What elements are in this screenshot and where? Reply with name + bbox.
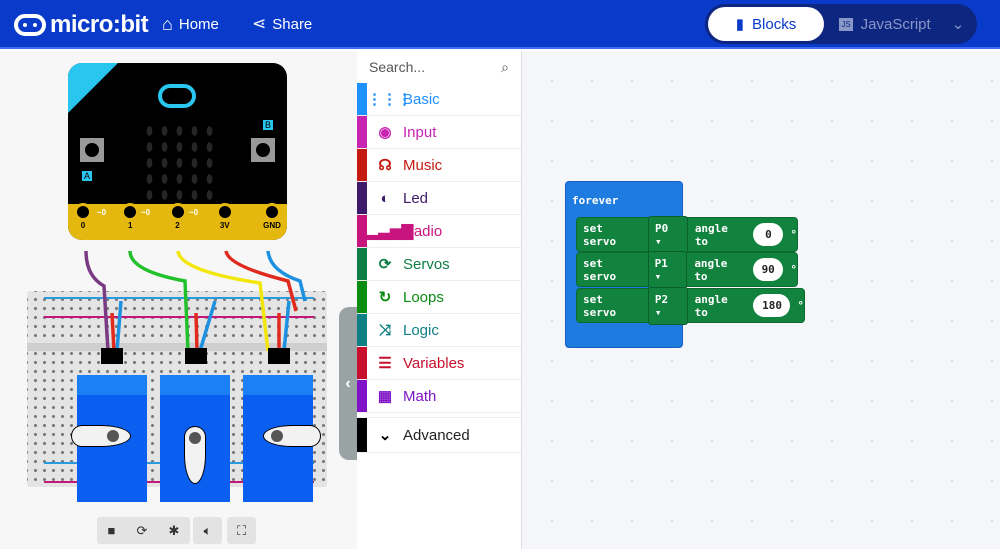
pin-1[interactable]: 1: [121, 203, 140, 243]
pin-0[interactable]: 0: [74, 203, 92, 243]
logic-icon: ⤨: [378, 321, 391, 339]
toolbox: Search...⌕ ⋮⋮⋮Basic◉Input☊Music◐Led▂▃▅▇R…: [357, 51, 522, 549]
wire-gnd: [266, 250, 307, 302]
chevron-down-icon[interactable]: ⌄: [951, 16, 965, 33]
toolbox-category-servos[interactable]: ⟳Servos: [357, 248, 521, 281]
pin-2[interactable]: 2: [168, 203, 187, 243]
pin-row: 0 1 2 3V GND: [68, 203, 287, 243]
share-icon: ⋖: [252, 14, 267, 33]
debug-icon[interactable]: ✱: [168, 522, 180, 538]
music-icon: ☊: [378, 157, 392, 174]
button-a[interactable]: [80, 138, 104, 162]
toolbox-advanced[interactable]: ⌄Advanced: [357, 417, 521, 453]
pin-1-pwm: ~0: [141, 208, 151, 217]
pin-dropdown[interactable]: P1 ▾: [647, 250, 688, 289]
toolbox-category-math[interactable]: ▦Math: [357, 380, 521, 413]
basic-icon: ⋮⋮⋮: [367, 91, 412, 108]
fullscreen-icon: ⛶: [236, 522, 247, 538]
toolbox-category-basic[interactable]: ⋮⋮⋮Basic: [357, 83, 521, 116]
button-b-label: B: [263, 120, 274, 130]
toolbox-category-radio[interactable]: ▂▃▅▇Radio: [357, 215, 521, 248]
wire-pin1: [128, 250, 190, 352]
home-button[interactable]: ⌂Home: [162, 14, 219, 34]
angle-input[interactable]: 90: [752, 258, 784, 281]
servo-connector: [101, 348, 123, 364]
share-button[interactable]: ⋖Share: [252, 14, 313, 33]
toolbox-category-music[interactable]: ☊Music: [357, 149, 521, 182]
sim-controls: ■ ⟳ ✱: [97, 517, 190, 544]
js-icon: JS: [839, 17, 853, 31]
restart-icon[interactable]: ⟳: [136, 522, 148, 538]
microbit-board: A B: [68, 63, 287, 240]
home-icon: ⌂: [162, 14, 173, 34]
fullscreen-button[interactable]: ⛶: [227, 517, 256, 544]
led-matrix: [142, 123, 214, 203]
button-b[interactable]: [251, 138, 275, 162]
loops-icon: ↻: [378, 289, 392, 306]
blocks-tab[interactable]: ▮Blocks: [708, 7, 824, 41]
button-a-label: A: [82, 171, 93, 181]
toolbox-category-logic[interactable]: ⤨Logic: [357, 314, 521, 347]
toolbox-category-input[interactable]: ◉Input: [357, 116, 521, 149]
led-icon: ◐: [380, 189, 390, 207]
pin-dropdown[interactable]: P0 ▾: [648, 215, 688, 254]
speaker-icon: 🔈︎: [203, 522, 212, 538]
wire-3v: [224, 250, 298, 312]
breadboard-gap: [27, 343, 327, 351]
chevron-down-icon: ⌄: [378, 427, 392, 444]
variables-icon: ☰: [378, 355, 392, 372]
search-input[interactable]: Search...⌕: [369, 58, 509, 76]
toolbox-category-led[interactable]: ◐Led: [357, 182, 521, 215]
rail-plus: [44, 316, 314, 318]
wires: [84, 250, 307, 352]
wire-pin2: [176, 250, 270, 352]
rail-minus: [44, 297, 314, 299]
servo-connector: [268, 348, 290, 364]
simulator: A B 0 1 2 3V GND ~0 ~0 ~0: [0, 51, 357, 549]
angle-input[interactable]: 180: [753, 294, 791, 317]
pin-gnd[interactable]: GND: [263, 203, 281, 243]
pin-dropdown[interactable]: P2 ▾: [647, 286, 688, 325]
puzzle-icon: ▮: [735, 16, 745, 33]
servo-1: [160, 375, 230, 502]
toolbox-category-variables[interactable]: ☰Variables: [357, 347, 521, 380]
input-icon: ◉: [378, 124, 392, 141]
stop-icon[interactable]: ■: [107, 523, 116, 538]
servos-icon: ⟳: [378, 256, 392, 273]
math-icon: ▦: [377, 388, 393, 405]
collapse-simulator-button[interactable]: ‹: [339, 307, 357, 460]
pin-2-pwm: ~0: [189, 208, 199, 217]
angle-input[interactable]: 0: [753, 223, 784, 246]
servo-0: [71, 375, 147, 502]
servo-connector: [185, 348, 207, 364]
microbit-logo[interactable]: micro:bit: [14, 11, 149, 39]
toolbox-category-loops[interactable]: ↻Loops: [357, 281, 521, 314]
pin-0-pwm: ~0: [97, 208, 107, 217]
microbit-logo-icon: [14, 14, 46, 36]
servo-2: [243, 375, 321, 502]
radio-icon: ▂▃▅▇: [367, 223, 414, 240]
search-icon: ⌕: [501, 58, 509, 75]
mute-button[interactable]: 🔈︎: [193, 517, 222, 544]
wire-pin0: [84, 250, 110, 352]
pin-3v[interactable]: 3V: [215, 203, 234, 243]
chevron-left-icon: ‹: [345, 374, 351, 392]
microbit-logo-icon: [158, 84, 196, 108]
